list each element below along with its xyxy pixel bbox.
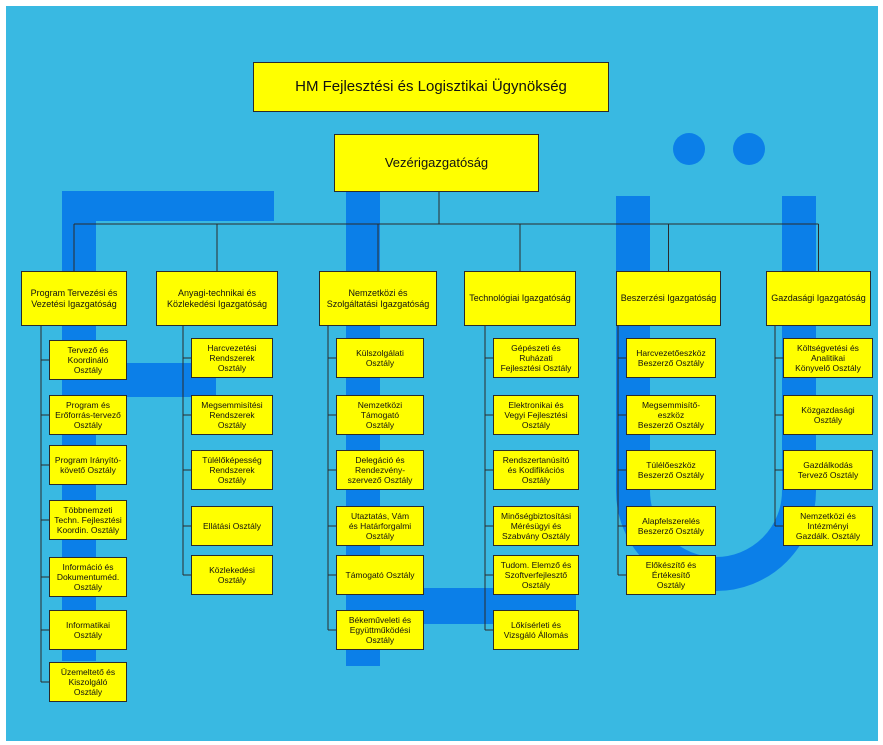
department-box: Gazdálkodás Tervező Osztály (783, 450, 873, 490)
department-box: Alapfelszerelés Beszerző Osztály (626, 506, 716, 546)
department-box: Békeműveleti és Együttműködési Osztály (336, 610, 424, 650)
department-box: Harcvezetőeszköz Beszerző Osztály (626, 338, 716, 378)
department-box: Program és Erőforrás-tervező Osztály (49, 395, 127, 435)
department-box: Megsemmisítési Rendszerek Osztály (191, 395, 273, 435)
department-box: Lőkísérleti és Vizsgáló Állomás (493, 610, 579, 650)
chart-title: HM Fejlesztési és Logisztikai Ügynökség (253, 62, 609, 112)
department-box: Külszolgálati Osztály (336, 338, 424, 378)
department-box: Tudom. Elemző és Szoftverfejlesztő Osztá… (493, 555, 579, 595)
department-box: Gépészeti és Ruházati Fejlesztési Osztál… (493, 338, 579, 378)
directorate-box: Nemzetközi és Szolgáltatási Igazgatóság (319, 271, 437, 326)
department-box: Tervező és Koordináló Osztály (49, 340, 127, 380)
department-box: Megsemmisítő- eszköz Beszerző Osztály (626, 395, 716, 435)
ceo-box: Vezérigazgatóság (334, 134, 539, 192)
department-box: Rendszertanúsító és Kodifikációs Osztály (493, 450, 579, 490)
department-box: Közlekedési Osztály (191, 555, 273, 595)
directorate-box: Technológiai Igazgatóság (464, 271, 576, 326)
department-box: Nemzetközi Támogató Osztály (336, 395, 424, 435)
department-box: Harcvezetési Rendszerek Osztály (191, 338, 273, 378)
department-box: Közgazdasági Osztály (783, 395, 873, 435)
department-box: Túlélőképesség Rendszerek Osztály (191, 450, 273, 490)
department-box: Nemzetközi és Intézményi Gazdálk. Osztál… (783, 506, 873, 546)
department-box: Túlélőeszköz Beszerző Osztály (626, 450, 716, 490)
department-box: Előkészítő és Értékesítő Osztály (626, 555, 716, 595)
department-box: Információ és Dokumentuméd. Osztály (49, 557, 127, 597)
department-box: Üzemeltető és Kiszolgáló Osztály (49, 662, 127, 702)
department-box: Utaztatás, Vám és Határforgalmi Osztály (336, 506, 424, 546)
directorate-box: Gazdasági Igazgatóság (766, 271, 871, 326)
decor-dot-right (733, 133, 765, 165)
department-box: Minőségbiztosítási Mérésügyi és Szabvány… (493, 506, 579, 546)
directorate-box: Program Tervezési és Vezetési Igazgatósá… (21, 271, 127, 326)
department-box: Informatikai Osztály (49, 610, 127, 650)
department-box: Elektronikai és Vegyi Fejlesztési Osztál… (493, 395, 579, 435)
department-box: Többnemzeti Techn. Fejlesztési Koordin. … (49, 500, 127, 540)
department-box: Támogató Osztály (336, 555, 424, 595)
department-box: Program Irányító- követő Osztály (49, 445, 127, 485)
department-box: Költségvetési és Analitikai Könyvelő Osz… (783, 338, 873, 378)
connector-lines (40, 192, 819, 683)
department-box: Ellátási Osztály (191, 506, 273, 546)
directorate-box: Beszerzési Igazgatóság (616, 271, 721, 326)
directorate-box: Anyagi-technikai és Közlekedési Igazgató… (156, 271, 278, 326)
decor-h-top-bar (62, 191, 274, 221)
department-box: Delegáció és Rendezvény- szervező Osztál… (336, 450, 424, 490)
decor-dot-left (673, 133, 705, 165)
